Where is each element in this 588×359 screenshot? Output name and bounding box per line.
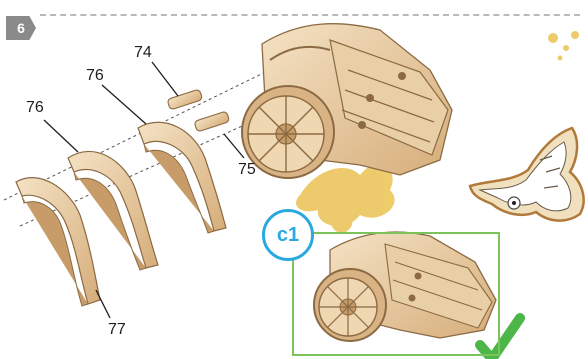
part-number-76-first: 76 — [86, 68, 104, 84]
subassembly-frame — [292, 232, 500, 356]
part-number-74: 74 — [134, 45, 152, 61]
part-75-peg — [194, 111, 230, 132]
owl-emblem-icon — [470, 128, 584, 221]
part-number-76-second: 76 — [26, 100, 44, 116]
part-74-peg — [167, 89, 203, 110]
part-77-arch — [16, 178, 100, 306]
part-number-75: 75 — [238, 162, 256, 178]
subassembly-label-badge: c1 — [262, 209, 314, 261]
part-number-77: 77 — [108, 322, 126, 338]
